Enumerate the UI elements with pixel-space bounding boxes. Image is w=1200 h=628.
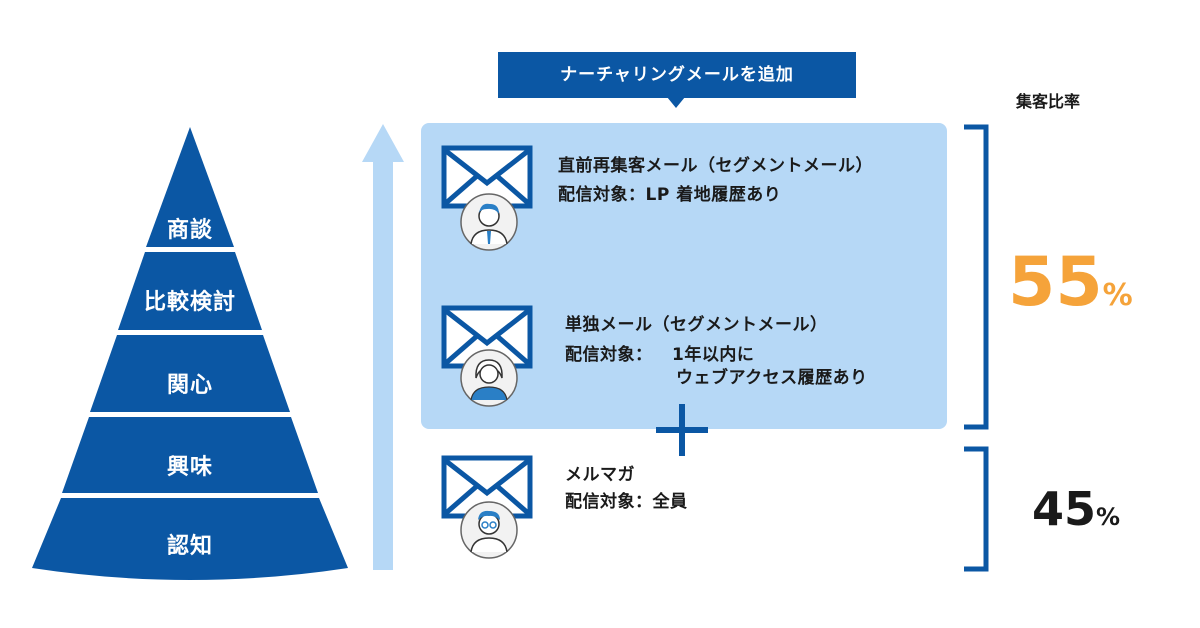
lower-percent-sign: % — [1096, 503, 1121, 531]
mail-2-target-value-2: ウェブアクセス履歴あり — [676, 368, 868, 388]
bracket-icon — [964, 446, 989, 572]
funnel-label-kanshin: 関心 — [166, 373, 213, 398]
person-icon — [460, 193, 518, 251]
upper-percent-sign: % — [1102, 278, 1133, 313]
ratio-heading: 集客比率 — [1016, 92, 1081, 111]
upper-percent-value: 55 — [1008, 243, 1103, 322]
mail-3-title: メルマガ — [565, 465, 635, 485]
mail-1-target: 配信対象：LP 着地履歴あり — [558, 185, 782, 205]
person-icon — [460, 501, 518, 559]
lower-percent-value: 45 — [1032, 482, 1097, 536]
mail-1-title: 直前再集客メール（セグメントメール） — [558, 156, 873, 176]
callout-pointer — [667, 97, 685, 108]
lower-percent: 45% — [1032, 484, 1120, 542]
bracket-icon — [964, 124, 989, 430]
funnel-stage-kanshin — [90, 335, 290, 412]
up-arrow-icon — [362, 124, 404, 570]
plus-icon — [656, 404, 708, 456]
nurturing-callout: ナーチャリングメールを追加 — [498, 52, 856, 98]
funnel-stage-ninchi — [32, 498, 348, 580]
funnel-pyramid — [32, 127, 348, 580]
person-icon — [460, 349, 518, 407]
upper-percent: 55% — [1008, 248, 1133, 331]
mail-2-target-label: 配信対象： — [565, 345, 653, 365]
mail-2-title: 単独メール（セグメントメール） — [565, 315, 828, 335]
funnel-label-hikaku: 比較検討 — [143, 290, 236, 315]
mail-2-target-value-1: 1年以内に — [672, 345, 755, 365]
funnel-label-kyomi: 興味 — [166, 455, 213, 480]
funnel-stage-kyomi — [62, 417, 318, 493]
envelope-icon — [441, 455, 533, 519]
mail-3-target: 配信対象：全員 — [565, 492, 688, 512]
funnel-label-ninchi: 認知 — [166, 534, 213, 559]
funnel-stage-hikaku — [118, 252, 262, 330]
funnel-stage-shodan — [146, 127, 234, 247]
funnel-label-shodan: 商談 — [166, 218, 213, 243]
callout-label: ナーチャリングメールを追加 — [560, 65, 794, 85]
